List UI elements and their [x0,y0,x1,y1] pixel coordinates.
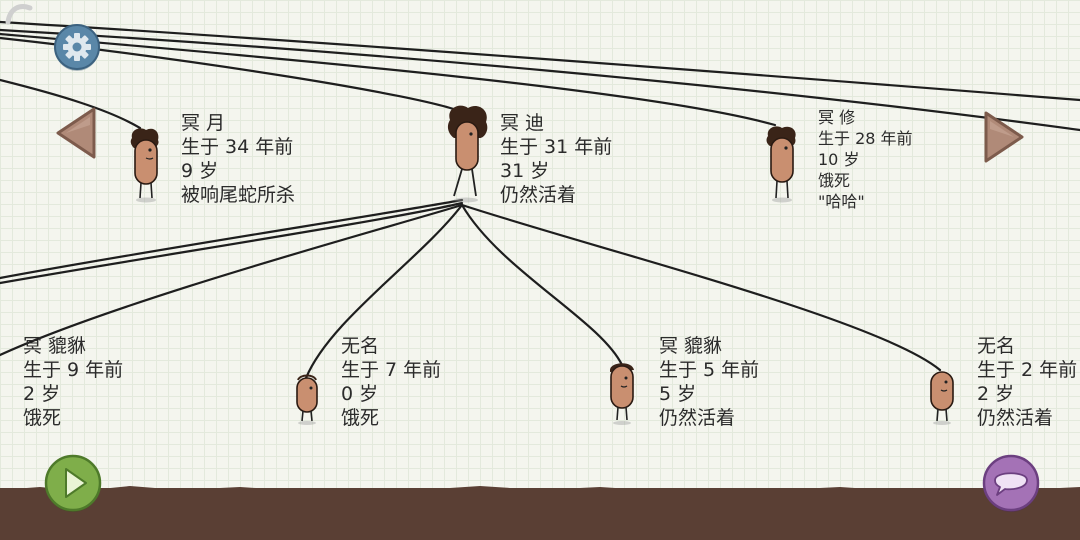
person-name: 冥 貔貅 [23,335,87,357]
person-figure-c2[interactable] [292,372,322,426]
person-name: 冥 月 [181,112,226,134]
person-status: 饿死 [818,171,851,190]
tree-line [0,198,464,280]
person-figure-p3[interactable] [764,126,800,204]
person-info-c2: 无名 生于 7 年前 0 岁 饿死 [341,334,441,430]
person-born: 生于 28 年前 [818,129,913,148]
play-icon[interactable] [43,453,103,513]
person-born: 生于 2 年前 [977,359,1078,381]
person-name: 冥 修 [818,108,856,127]
person-info-c3: 冥 貔貅 生于 5 年前 5 岁 仍然活着 [659,334,759,430]
arrow-right-icon[interactable] [982,109,1028,165]
speech-bubble-icon[interactable] [981,453,1041,513]
tree-line [0,28,1080,132]
person-info-p1: 冥 月 生于 34 年前 9 岁 被响尾蛇所杀 [181,111,295,207]
person-status: 仍然活着 [500,184,577,206]
person-info-p3: 冥 修 生于 28 年前 10 岁 饿死 "哈哈" [818,107,913,212]
person-status: 饿死 [23,407,62,429]
tree-line [460,203,624,367]
person-age: 9 岁 [181,160,219,182]
person-figure-c4[interactable] [926,368,958,426]
person-born: 生于 31 年前 [500,136,613,158]
person-name: 冥 迪 [500,112,545,134]
back-hook-icon[interactable] [0,0,40,30]
arrow-left-icon[interactable] [52,105,98,161]
person-age: 2 岁 [23,383,61,405]
tree-line [0,78,142,130]
tree-line [0,32,777,127]
person-name: 无名 [977,335,1016,357]
person-info-c1: 冥 貔貅 生于 9 年前 2 岁 饿死 [23,334,123,430]
ground [0,488,1080,540]
person-name: 冥 貔貅 [659,335,723,357]
person-born: 生于 7 年前 [341,359,442,381]
tree-line [0,201,464,285]
person-figure-p1[interactable] [126,128,166,204]
person-status: 仍然活着 [977,407,1054,429]
person-age: 31 岁 [500,160,550,182]
person-age: 5 岁 [659,383,697,405]
person-quote: "哈哈" [818,192,865,211]
person-info-p2: 冥 迪 生于 31 年前 31 岁 仍然活着 [500,111,612,207]
person-age: 0 岁 [341,383,379,405]
person-age: 10 岁 [818,150,860,169]
person-born: 生于 9 年前 [23,359,124,381]
person-born: 生于 5 年前 [659,359,760,381]
person-info-c4: 无名 生于 2 年前 2 岁 仍然活着 [977,334,1080,430]
gear-icon[interactable] [53,23,101,71]
person-status: 饿死 [341,407,380,429]
tree-line [460,203,942,372]
person-status: 仍然活着 [659,407,736,429]
tree-line [304,203,464,380]
person-figure-p2[interactable] [444,104,492,204]
tree-line [0,203,464,357]
person-figure-c3[interactable] [606,360,638,426]
person-age: 2 岁 [977,383,1015,405]
tree-line [0,20,1080,102]
person-status: 被响尾蛇所杀 [181,184,296,206]
person-name: 无名 [341,335,380,357]
person-born: 生于 34 年前 [181,136,294,158]
